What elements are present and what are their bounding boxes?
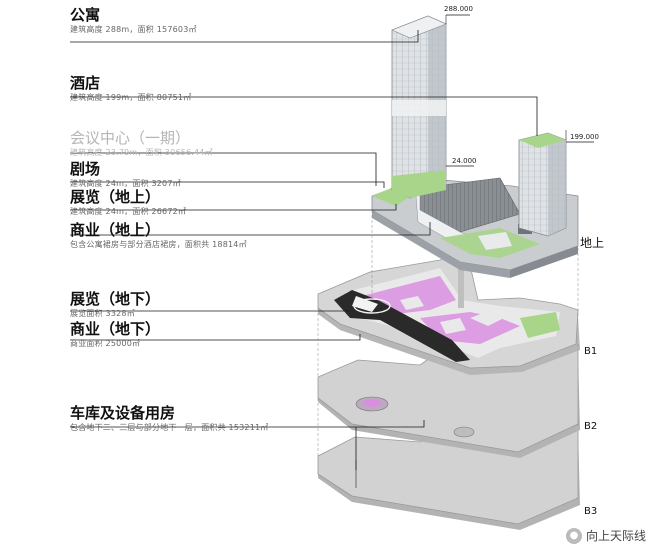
watermark: ● 向上天际线 [565, 527, 646, 544]
label-subtitle: 建筑高度 24m，面积 26672㎡ [70, 207, 187, 216]
leader-lines [70, 14, 594, 470]
label-exhibition-below: 展览（地下） 展览面积 3328㎡ [70, 290, 160, 319]
level-b1-slab [317, 251, 580, 375]
label-garage: 车库及设备用房 包含地下二、三层与部分地下一层，面积共 153211㎡ [70, 404, 268, 433]
label-conference-center: 会议中心（一期） 建筑高度 23.79m，面积 30656.44㎡ [70, 129, 213, 158]
elevation-apartment: 288.000 [444, 5, 473, 13]
label-title: 剧场 [70, 160, 101, 178]
label-exhibition-above: 展览（地上） 建筑高度 24m，面积 26672㎡ [70, 188, 186, 217]
label-commercial-above: 商业（地上） 包含公寓裙房与部分酒店裙房，面积共 18814㎡ [70, 221, 247, 250]
label-title: 商业（地下） [70, 320, 161, 338]
label-subtitle: 包含地下二、三层与部分地下一层，面积共 153211㎡ [70, 423, 269, 432]
label-title: 展览（地上） [70, 188, 161, 206]
drop-lines [317, 210, 579, 458]
label-title: 展览（地下） [70, 290, 161, 308]
apartment-tower [391, 15, 447, 199]
wechat-icon: ● [565, 527, 582, 544]
label-title: 公寓 [70, 6, 101, 24]
watermark-text: 向上天际线 [585, 529, 646, 543]
level-label-b3: B3 [584, 506, 598, 517]
label-commercial-below: 商业（地下） 商业面积 25000㎡ [70, 320, 160, 349]
level-label-above-ground: 地上 [580, 236, 605, 250]
level-label-b2: B2 [584, 421, 598, 432]
label-subtitle: 展览面积 3328㎡ [70, 309, 135, 318]
label-subtitle: 商业面积 25000㎡ [70, 339, 141, 348]
label-subtitle: 建筑高度 288m，面积 157603㎡ [70, 25, 197, 34]
label-apartment: 公寓 建筑高度 288m，面积 157603㎡ [70, 6, 197, 35]
label-title: 车库及设备用房 [70, 404, 176, 422]
label-subtitle: 建筑高度 199m，面积 80751㎡ [70, 93, 192, 102]
label-title: 酒店 [70, 74, 101, 92]
label-theater: 剧场 建筑高度 24m，面积 3207㎡ [70, 160, 181, 189]
elevation-podium: 24.000 [452, 157, 477, 165]
level-label-b1: B1 [584, 346, 598, 357]
label-hotel: 酒店 建筑高度 199m，面积 80751㎡ [70, 74, 191, 103]
label-title: 商业（地上） [70, 221, 161, 239]
label-title: 会议中心（一期） [70, 129, 191, 147]
elevation-hotel: 199.000 [570, 133, 599, 141]
label-subtitle: 建筑高度 23.79m，面积 30656.44㎡ [70, 148, 213, 157]
label-subtitle: 包含公寓裙房与部分酒店裙房，面积共 18814㎡ [70, 240, 247, 249]
hotel-tower [518, 130, 567, 237]
label-subtitle: 建筑高度 24m，面积 3207㎡ [70, 179, 181, 188]
